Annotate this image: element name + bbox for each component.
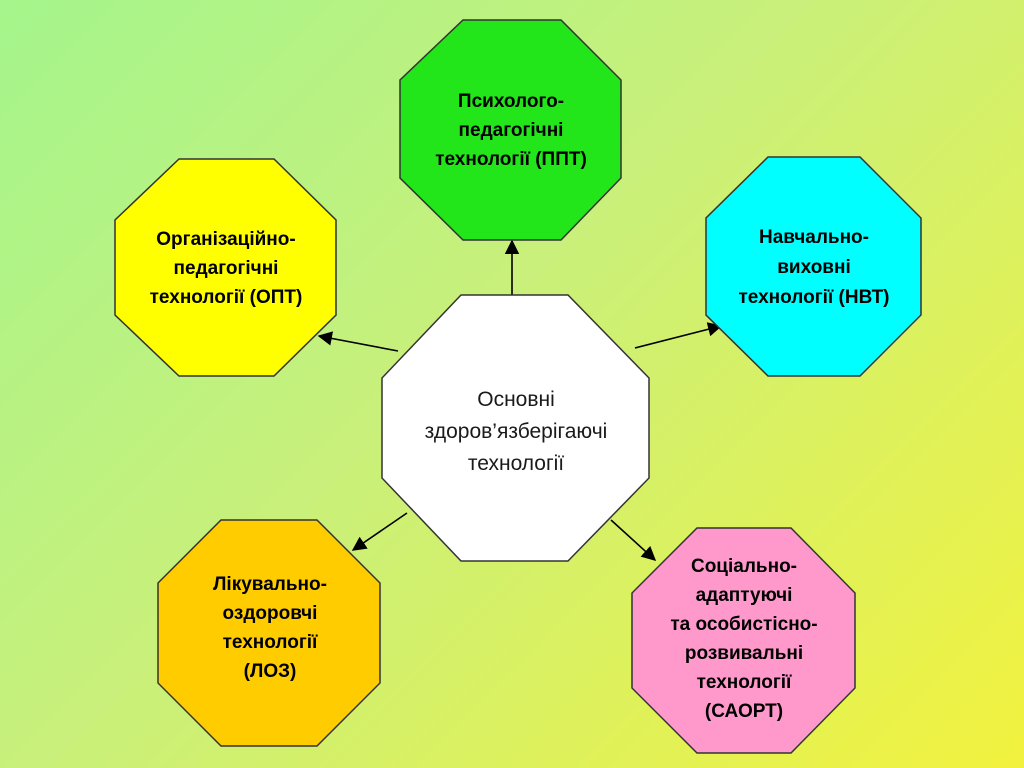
center-label-line-2: здоров’язберігаючі <box>425 420 608 443</box>
center-label-line-3: технології <box>468 452 564 475</box>
node-loz: Лікувально- оздоровчі технології (ЛОЗ) <box>157 519 381 747</box>
arrow-to-loz <box>351 512 408 551</box>
loz-label-line-4: (ЛОЗ) <box>244 661 297 682</box>
nvt-octagon <box>705 156 922 377</box>
opt-octagon <box>114 158 337 377</box>
nvt-label-line-2: виховні <box>777 257 851 278</box>
saort-label-line-3: та особистісно- <box>670 614 817 635</box>
saort-label-line-1: Соціально- <box>691 556 797 577</box>
saort-octagon <box>631 527 856 754</box>
opt-label-line-1: Організаційно- <box>156 229 295 250</box>
saort-label-line-6: (САОРТ) <box>705 701 783 722</box>
center-octagon <box>381 294 650 562</box>
ppt-label-line-2: педагогічні <box>459 120 564 141</box>
loz-label-line-2: оздоровчі <box>223 603 318 624</box>
arrow-to-nvt <box>634 322 723 349</box>
arrow-to-saort <box>610 519 657 561</box>
saort-label-line-4: розвивальні <box>685 643 803 664</box>
nvt-label-line-3: технології (НВТ) <box>738 287 889 308</box>
ppt-label-line-1: Психолого- <box>458 91 564 112</box>
node-opt: Організаційно- педагогічні технології (О… <box>114 158 337 377</box>
saort-label-line-5: технології <box>697 672 792 693</box>
ppt-octagon <box>399 19 622 241</box>
center-node: Основні здоров’язберігаючі технології <box>381 294 650 562</box>
loz-label-line-3: технології <box>223 632 318 653</box>
opt-label-line-2: педагогічні <box>174 258 279 279</box>
node-ppt: Психолого- педагогічні технології (ППТ) <box>399 19 622 241</box>
ppt-label-line-3: технології (ППТ) <box>435 149 587 170</box>
loz-octagon <box>157 519 381 747</box>
opt-label-line-3: технології (ОПТ) <box>150 287 303 308</box>
center-label-line-1: Основні <box>477 388 555 411</box>
connector-arrows <box>317 239 723 561</box>
nvt-label-line-1: Навчально- <box>759 227 869 248</box>
node-nvt: Навчально- виховні технології (НВТ) <box>705 156 922 377</box>
saort-label-line-2: адаптуючі <box>696 585 793 606</box>
loz-label-line-1: Лікувально- <box>213 574 327 595</box>
node-saort: Соціально- адаптуючі та особистісно- роз… <box>631 527 856 754</box>
arrow-to-opt <box>317 331 399 352</box>
